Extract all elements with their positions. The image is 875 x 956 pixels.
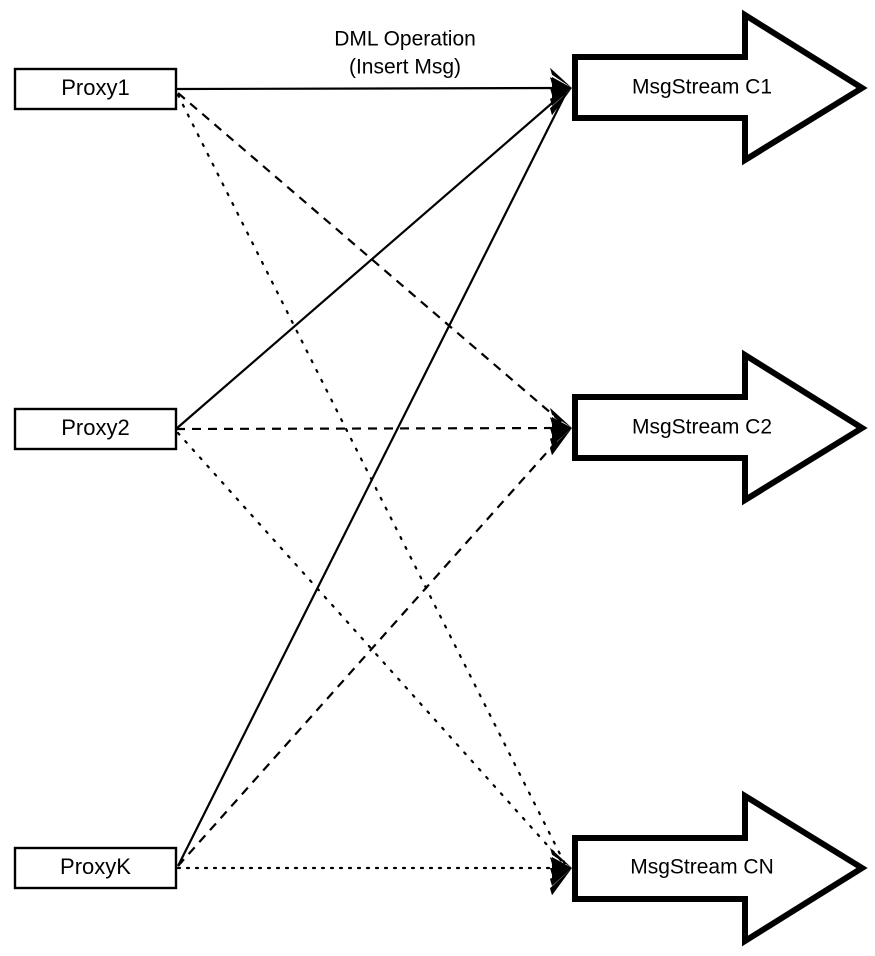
proxy-node-proxy1[interactable]: Proxy1 [13,67,178,111]
arrowhead-core [552,857,572,879]
link-pk-c1 [177,92,567,867]
arrowhead-head-c2 [550,407,572,456]
proxy-box-proxyk[interactable] [13,846,178,890]
arrowhead-head-c1 [550,67,572,116]
link-p2-cn [176,431,568,868]
arrowhead-spike [550,67,572,88]
links-layer [175,86,568,870]
arrowhead-spike [550,428,572,456]
link-p1-c1 [175,86,567,91]
msgstream-node-cn[interactable]: MsgStream CN [572,790,868,947]
arrowhead-spike [550,88,572,106]
msgstream-label-cn: MsgStream CN [630,856,774,879]
arrowhead-spike [550,868,572,896]
link-pk-c2 [177,430,567,867]
arrowheads-layer [550,67,572,896]
arrowhead-head-cn [550,847,572,896]
proxy-label-proxy1: Proxy1 [61,75,129,100]
arrowhead-spike [550,88,572,116]
edge-caption-line1: DML Operation [334,28,476,51]
streams-layer: MsgStream C1 MsgStream C2 MsgStream CN [572,9,868,947]
proxy-node-proxy2[interactable]: Proxy2 [13,407,178,451]
link-p2-c2 [175,426,567,431]
proxy-node-proxyk[interactable]: ProxyK [13,846,178,890]
msgstream-arrow-shape-cn[interactable] [572,790,868,947]
proxy-box-proxy1[interactable] [13,67,178,111]
msgstream-arrow-shape-c2[interactable] [572,349,868,506]
arrowhead-core [552,77,572,99]
msgstream-node-c1[interactable]: MsgStream C1 [572,9,868,166]
arrowhead-spike [550,428,572,446]
edge-caption-line2: (Insert Msg) [349,56,461,79]
link-p2-c1 [175,90,567,430]
arrowhead-core [552,417,572,439]
msgstream-label-c2: MsgStream C2 [632,416,772,439]
msgstream-label-c1: MsgStream C1 [632,76,772,99]
arrowhead-spike [550,407,572,428]
proxy-box-proxy2[interactable] [13,407,178,451]
arrowhead-spike [550,868,572,886]
msgstream-arrow-shape-c1[interactable] [572,9,868,166]
proxy-label-proxyk: ProxyK [60,854,131,879]
proxy-label-proxy2: Proxy2 [61,415,129,440]
arrowhead-spike [550,847,572,868]
msgstream-node-c2[interactable]: MsgStream C2 [572,349,868,506]
link-p1-c2 [177,92,567,427]
edge-caption: DML Operation (Insert Msg) [334,28,476,79]
